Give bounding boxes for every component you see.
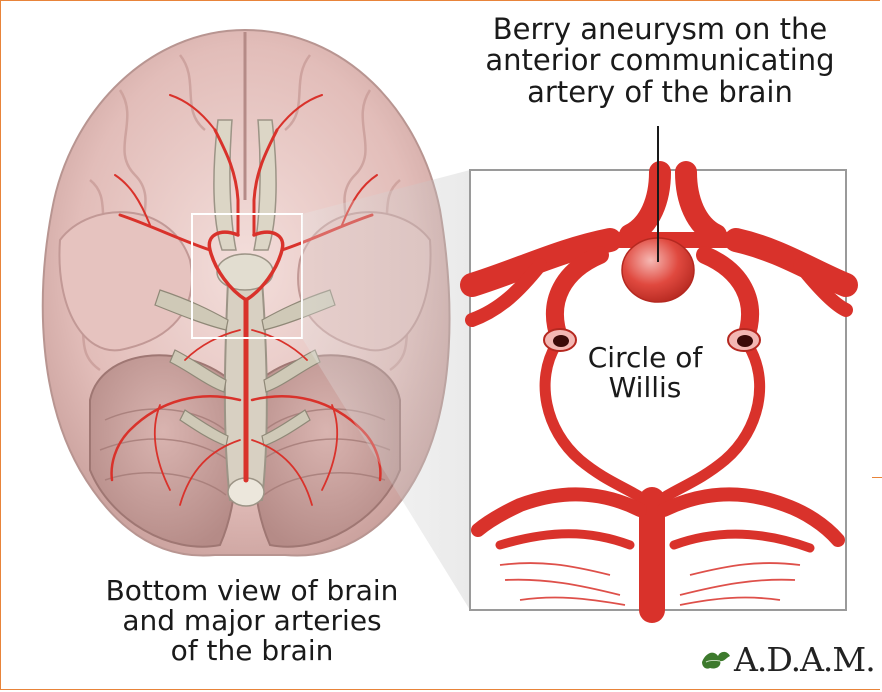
callout-line-2: anterior communicating <box>460 45 860 76</box>
leaf-logo-icon <box>700 648 732 672</box>
logo-text: A.D.A.M. <box>734 640 875 679</box>
callout-line-3: artery of the brain <box>460 77 860 108</box>
circle-of-willis-label: Circle of Willis <box>560 343 730 403</box>
carotid-opening-right <box>728 329 760 351</box>
caption-line-2: and major arteries <box>52 606 452 636</box>
brain-caption: Bottom view of brain and major arteries … <box>52 576 452 667</box>
callout-line-1: Berry aneurysm on the <box>460 14 860 45</box>
aneurysm-callout-label: Berry aneurysm on the anterior communica… <box>460 14 860 108</box>
caption-line-1: Bottom view of brain <box>52 576 452 606</box>
caption-line-3: of the brain <box>52 636 452 666</box>
inset-label-line-1: Circle of <box>560 343 730 373</box>
adam-logo: A.D.A.M. <box>700 640 870 682</box>
inset-label-line-2: Willis <box>560 373 730 403</box>
